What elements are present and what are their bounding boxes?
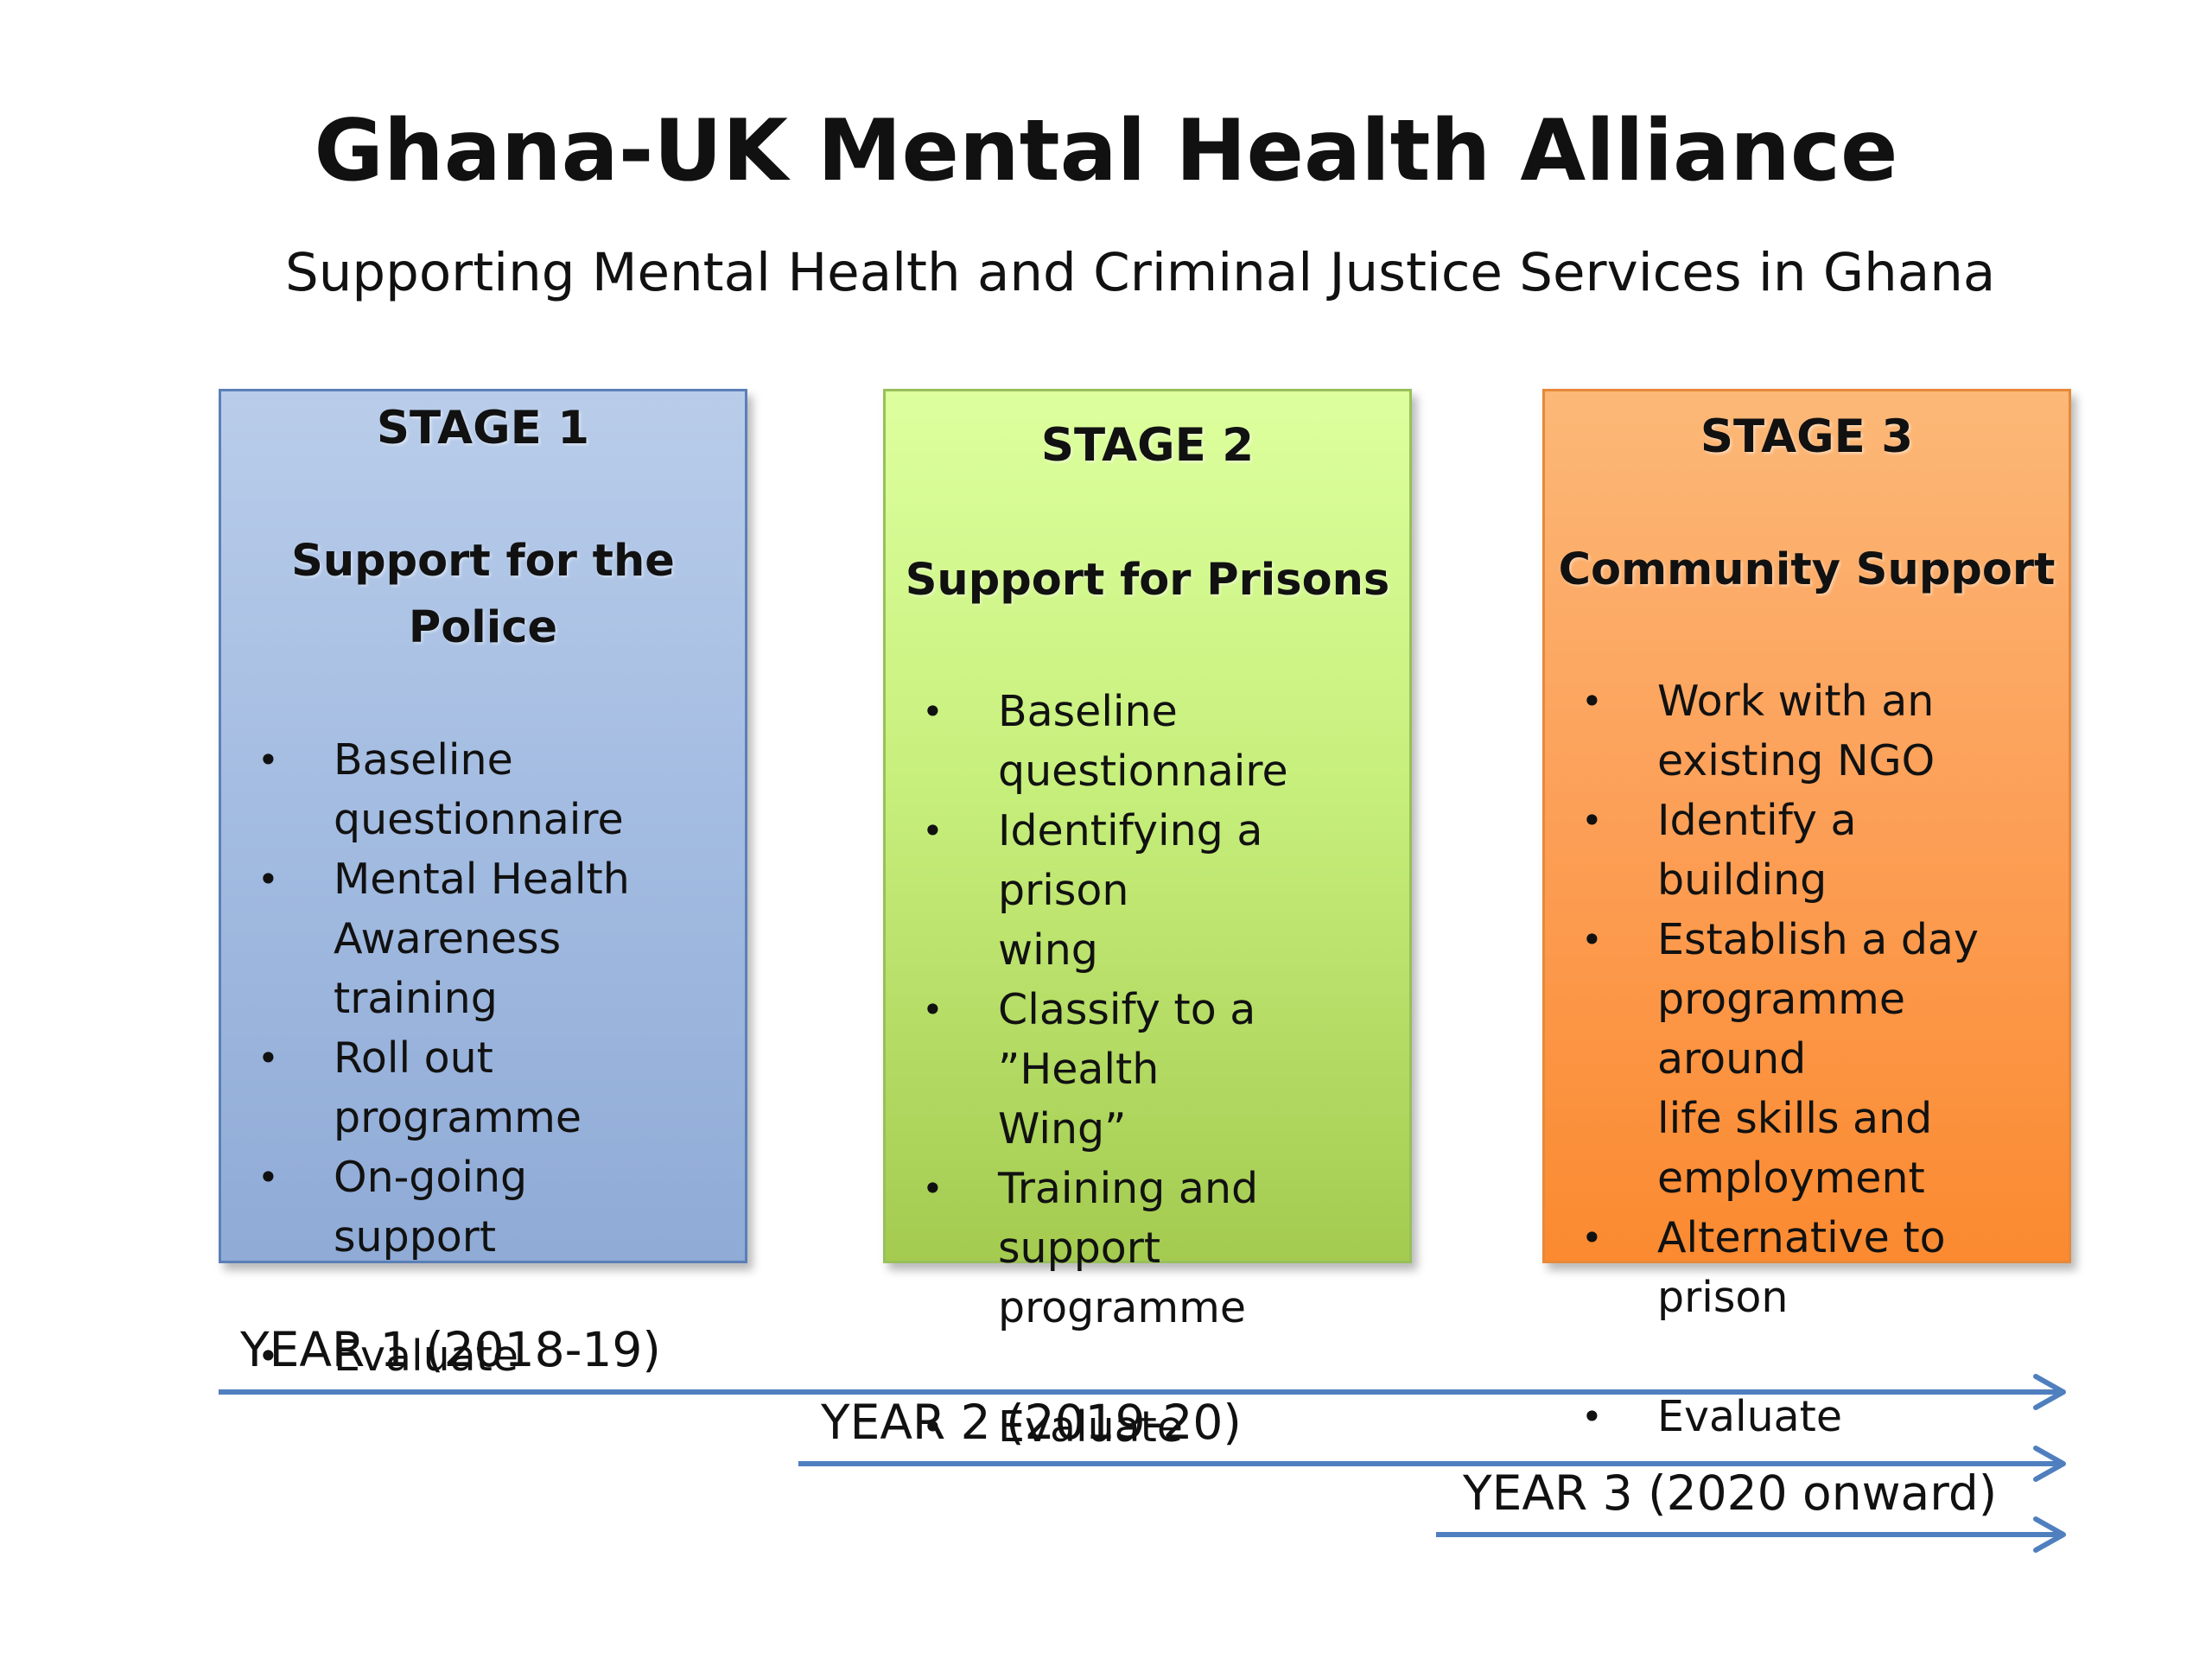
stage-1-heading: STAGE 1 <box>376 402 590 454</box>
bullet-text: questionnaire <box>334 795 624 844</box>
bullet-icon: • <box>922 988 944 1031</box>
bullet-text: Training and support <box>998 1164 1259 1273</box>
bullet-text: existing NGO <box>1657 736 1936 785</box>
year-2-label: YEAR 2 (2019-20) <box>821 1395 1242 1450</box>
stage-3-bullet-list: • Work with an existing NGO • Identify a… <box>1562 671 2012 1446</box>
bullet-icon: • <box>257 858 279 900</box>
stage-3-box: STAGE 3 Community Support • Work with an… <box>1542 389 2071 1441</box>
list-item: • Alternative to prison <box>1562 1208 2012 1327</box>
bullet-icon: • <box>257 1335 279 1377</box>
list-item: • Identifying a prison wing <box>903 801 1352 980</box>
stage-3-subtitle-line: Community Support <box>1558 544 2056 595</box>
bullet-text: On-going support <box>334 1153 528 1262</box>
bullet-text: Establish a day <box>1657 915 1979 964</box>
stage-2-subtitle-line: Support for Prisons <box>905 555 1390 606</box>
bullet-text: Identify a building <box>1657 796 1857 905</box>
page-subtitle: Supporting Mental Health and Criminal Ju… <box>285 242 1996 303</box>
bullet-text: programme <box>998 1283 1247 1332</box>
list-item: • On-going support <box>238 1147 688 1267</box>
list-item: • Mental Health Awareness training <box>238 849 688 1028</box>
bullet-text: employment <box>1657 1154 1925 1203</box>
stage-1-bullet-list: • Baseline questionnaire • Mental Health… <box>238 730 688 1386</box>
stage-2-bullet-list: • Baseline questionnaire • Identifying a… <box>903 682 1352 1457</box>
bullet-icon: • <box>922 810 944 852</box>
year-3-label: YEAR 3 (2020 onward) <box>1463 1465 1998 1521</box>
bullet-text: Wing” <box>998 1104 1127 1154</box>
list-item: • Establish a day programme around life … <box>1562 910 2012 1208</box>
year-1-arrow <box>219 1374 2066 1410</box>
bullet-text: Classify to a ”Health <box>998 985 1256 1094</box>
year-2-arrow <box>798 1446 2066 1482</box>
bullet-icon: • <box>1581 1395 1603 1438</box>
list-item: • Classify to a ”Health Wing” <box>903 980 1352 1159</box>
bullet-icon: • <box>922 1406 944 1448</box>
bullet-icon: • <box>1581 680 1603 722</box>
bullet-icon: • <box>257 1037 279 1079</box>
bullet-icon: • <box>1581 918 1603 961</box>
stage-1-box: STAGE 1 Support for the Police • Baselin… <box>219 389 747 1381</box>
page-title: Ghana-UK Mental Health Alliance <box>314 102 1898 200</box>
stage-1-subtitle-line: Support for the <box>291 536 675 587</box>
bullet-text: Baseline <box>334 735 513 785</box>
bullet-text: Alternative to prison <box>1657 1213 1946 1322</box>
year-3-arrow <box>1436 1516 2066 1553</box>
list-item: • Roll out programme <box>238 1028 688 1147</box>
list-item: • Evaluate <box>903 1397 1352 1457</box>
bullet-icon: • <box>922 1167 944 1210</box>
stage-2-heading: STAGE 2 <box>1040 419 1255 472</box>
stage-2-subtitle: Support for Prisons <box>886 547 1409 613</box>
stage-3-subtitle: Community Support <box>1545 537 2069 603</box>
bullet-icon: • <box>1581 799 1603 842</box>
bullet-text: Work with an <box>1657 677 1935 726</box>
bullet-text: Awareness training <box>334 914 562 1023</box>
bullet-text: life skills and <box>1657 1094 1933 1143</box>
bullet-icon: • <box>257 739 279 781</box>
bullet-text: questionnaire <box>998 747 1288 796</box>
bullet-icon: • <box>257 1156 279 1198</box>
list-item: • Evaluate <box>1562 1387 2012 1446</box>
stage-1-subtitle-line: Police <box>408 602 558 653</box>
bullet-text: wing <box>998 925 1098 975</box>
list-item: • Baseline questionnaire <box>903 682 1352 801</box>
bullet-text: Evaluate <box>998 1402 1184 1452</box>
list-item: • Evaluate <box>238 1326 688 1386</box>
list-item: • Training and support programme <box>903 1159 1352 1338</box>
year-1-label: YEAR 1 (2018-19) <box>240 1322 661 1377</box>
bullet-text: Mental Health <box>334 855 630 904</box>
list-item: • Identify a building <box>1562 791 2012 910</box>
bullet-icon: • <box>1581 1217 1603 1259</box>
bullet-text: Evaluate <box>1657 1392 1843 1441</box>
bullet-icon: • <box>922 690 944 733</box>
stage-1-subtitle: Support for the Police <box>221 528 745 661</box>
stage-2-box: STAGE 2 Support for Prisons • Baseline q… <box>883 389 1412 1452</box>
list-item: • Baseline questionnaire <box>238 730 688 849</box>
list-item: • Work with an existing NGO <box>1562 671 2012 791</box>
bullet-text: Roll out programme <box>334 1033 582 1142</box>
stage-3-heading: STAGE 3 <box>1700 410 1914 463</box>
bullet-text: Baseline <box>998 687 1178 736</box>
bullet-text: programme around <box>1657 975 1906 1084</box>
bullet-text: Identifying a prison <box>998 806 1263 915</box>
bullet-text: Evaluate <box>334 1332 519 1381</box>
